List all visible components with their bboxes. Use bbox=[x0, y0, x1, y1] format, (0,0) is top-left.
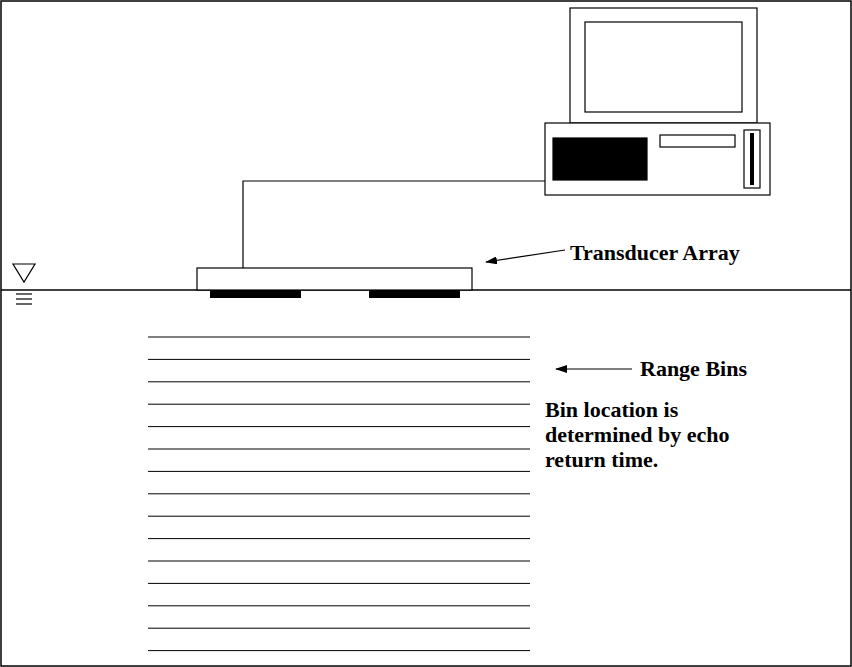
leader-arrow bbox=[486, 250, 565, 262]
range-bin-line bbox=[148, 583, 530, 584]
range-bins bbox=[148, 337, 530, 651]
range-bin-line bbox=[148, 426, 530, 427]
transducer-element bbox=[210, 290, 301, 298]
transducer-housing bbox=[197, 268, 472, 290]
range-bin-line bbox=[148, 538, 530, 539]
computer bbox=[545, 8, 770, 195]
range-bin-line bbox=[148, 628, 530, 629]
range-bin-line bbox=[148, 404, 530, 405]
cable bbox=[243, 181, 545, 268]
range-bin-line bbox=[148, 449, 530, 450]
range-bin-line bbox=[148, 381, 530, 382]
range-bin-line bbox=[148, 516, 530, 517]
note-text: Bin location is determined by echo retur… bbox=[545, 397, 767, 472]
range-bin-line bbox=[148, 650, 530, 651]
bins-label: Range Bins bbox=[640, 356, 830, 381]
water-level-symbol bbox=[13, 264, 35, 304]
transducer-element bbox=[369, 290, 460, 298]
range-bin-line bbox=[148, 471, 530, 472]
range-bin-line bbox=[148, 493, 530, 494]
leader-arrow bbox=[556, 368, 632, 369]
range-bin-line bbox=[148, 337, 530, 338]
range-bin-line bbox=[148, 359, 530, 360]
range-bin-line bbox=[148, 605, 530, 606]
range-bin-line bbox=[148, 561, 530, 562]
array-label: Transducer Array bbox=[570, 240, 830, 265]
